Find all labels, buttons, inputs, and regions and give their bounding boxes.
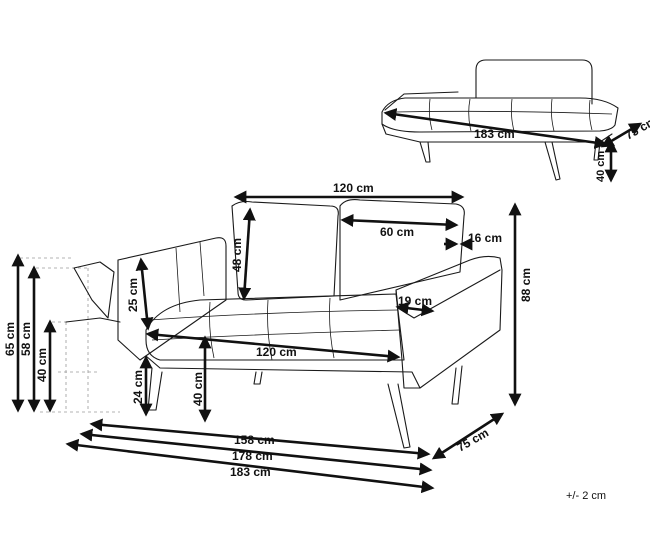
label-183-top: 183 cm: [474, 127, 515, 141]
label-recline-40: 40 cm: [35, 348, 49, 382]
label-cushion-width: 60 cm: [380, 225, 414, 239]
label-overall-height: 88 cm: [519, 268, 533, 302]
tolerance-note: +/- 2 cm: [566, 490, 606, 502]
label-40-top: 40 cm: [595, 151, 607, 182]
label-seat-height: 40 cm: [191, 372, 205, 406]
label-armrest-height: 25 cm: [126, 278, 140, 312]
label-length-158: 158 cm: [234, 433, 275, 447]
label-depth-75-front: 75 cm: [455, 425, 491, 454]
label-recline-58: 58 cm: [19, 322, 33, 356]
label-armrest-thickness: 16 cm: [468, 231, 502, 245]
label-armrest-width: 19 cm: [398, 294, 432, 308]
label-seat-width: 120 cm: [256, 345, 297, 359]
label-length-178: 178 cm: [232, 449, 273, 463]
label-backrest-width: 120 cm: [333, 181, 374, 195]
sofa-main-view: [20, 199, 503, 449]
label-length-183: 183 cm: [230, 465, 271, 479]
dimension-labels: 183 cm 75 cm 40 cm 120 cm 48 cm 60 cm 16…: [3, 113, 650, 502]
dimension-lines: [11, 108, 643, 494]
label-leg-height: 24 cm: [131, 370, 145, 404]
label-backrest-height: 48 cm: [230, 238, 244, 272]
label-75-top: 75 cm: [623, 113, 650, 142]
label-recline-65: 65 cm: [3, 322, 17, 356]
sofa-bed-flat-view: [381, 59, 619, 181]
